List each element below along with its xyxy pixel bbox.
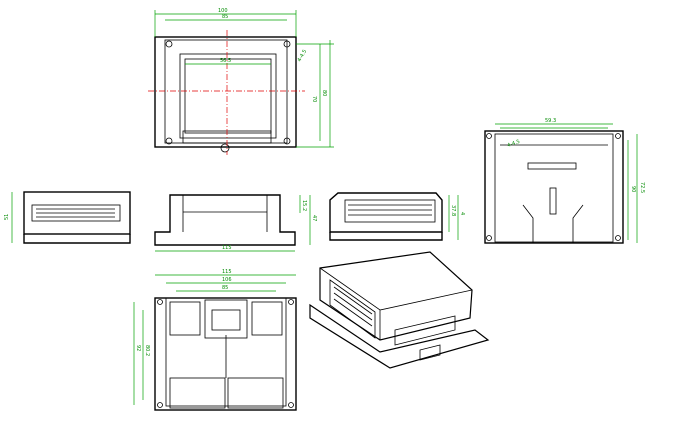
top-dim-total-height: 80 xyxy=(321,90,327,96)
bottom-dim-height-1: 92 xyxy=(135,345,141,351)
left-side-view: 51 xyxy=(4,191,131,244)
left-dim-height: 51 xyxy=(4,214,10,220)
bottom-dim-total-width: 115 xyxy=(222,269,232,275)
center-dim-h2: 47 xyxy=(311,215,317,221)
right-front-view: 37.8 4 xyxy=(329,192,465,241)
center-dim-width: 115 xyxy=(222,245,232,251)
right-dim-height-2: 72.5 xyxy=(639,182,645,193)
top-view: 100 85 56.5 70 80 4-4.5 xyxy=(148,8,334,155)
center-front-view: 115 15.2 47 xyxy=(154,194,317,252)
center-dim-h1: 15.2 xyxy=(301,200,307,211)
rf-dim-h2: 4 xyxy=(459,212,465,215)
isometric-view xyxy=(309,251,490,369)
right-dim-height-1: 90 xyxy=(630,186,636,192)
right-view: 59.3 4-4.5 90 72.5 xyxy=(484,118,645,244)
bottom-view: 115 106 85 92 80.2 xyxy=(133,269,297,411)
top-dim-inner: 85 xyxy=(222,14,228,20)
top-dim-window: 56.5 xyxy=(220,58,231,64)
bottom-dim-height-2: 80.2 xyxy=(144,345,150,356)
right-dim-inner: 4-4.5 xyxy=(507,139,521,149)
bottom-dim-inner: 85 xyxy=(222,285,228,291)
top-dim-height: 70 xyxy=(311,96,317,102)
top-dim-side: 4-4.5 xyxy=(297,49,309,63)
right-dim-width: 59.3 xyxy=(545,118,556,124)
bottom-dim-width: 106 xyxy=(222,277,232,283)
rf-dim-h1: 37.8 xyxy=(450,205,456,216)
top-dim-width: 100 xyxy=(218,8,228,14)
